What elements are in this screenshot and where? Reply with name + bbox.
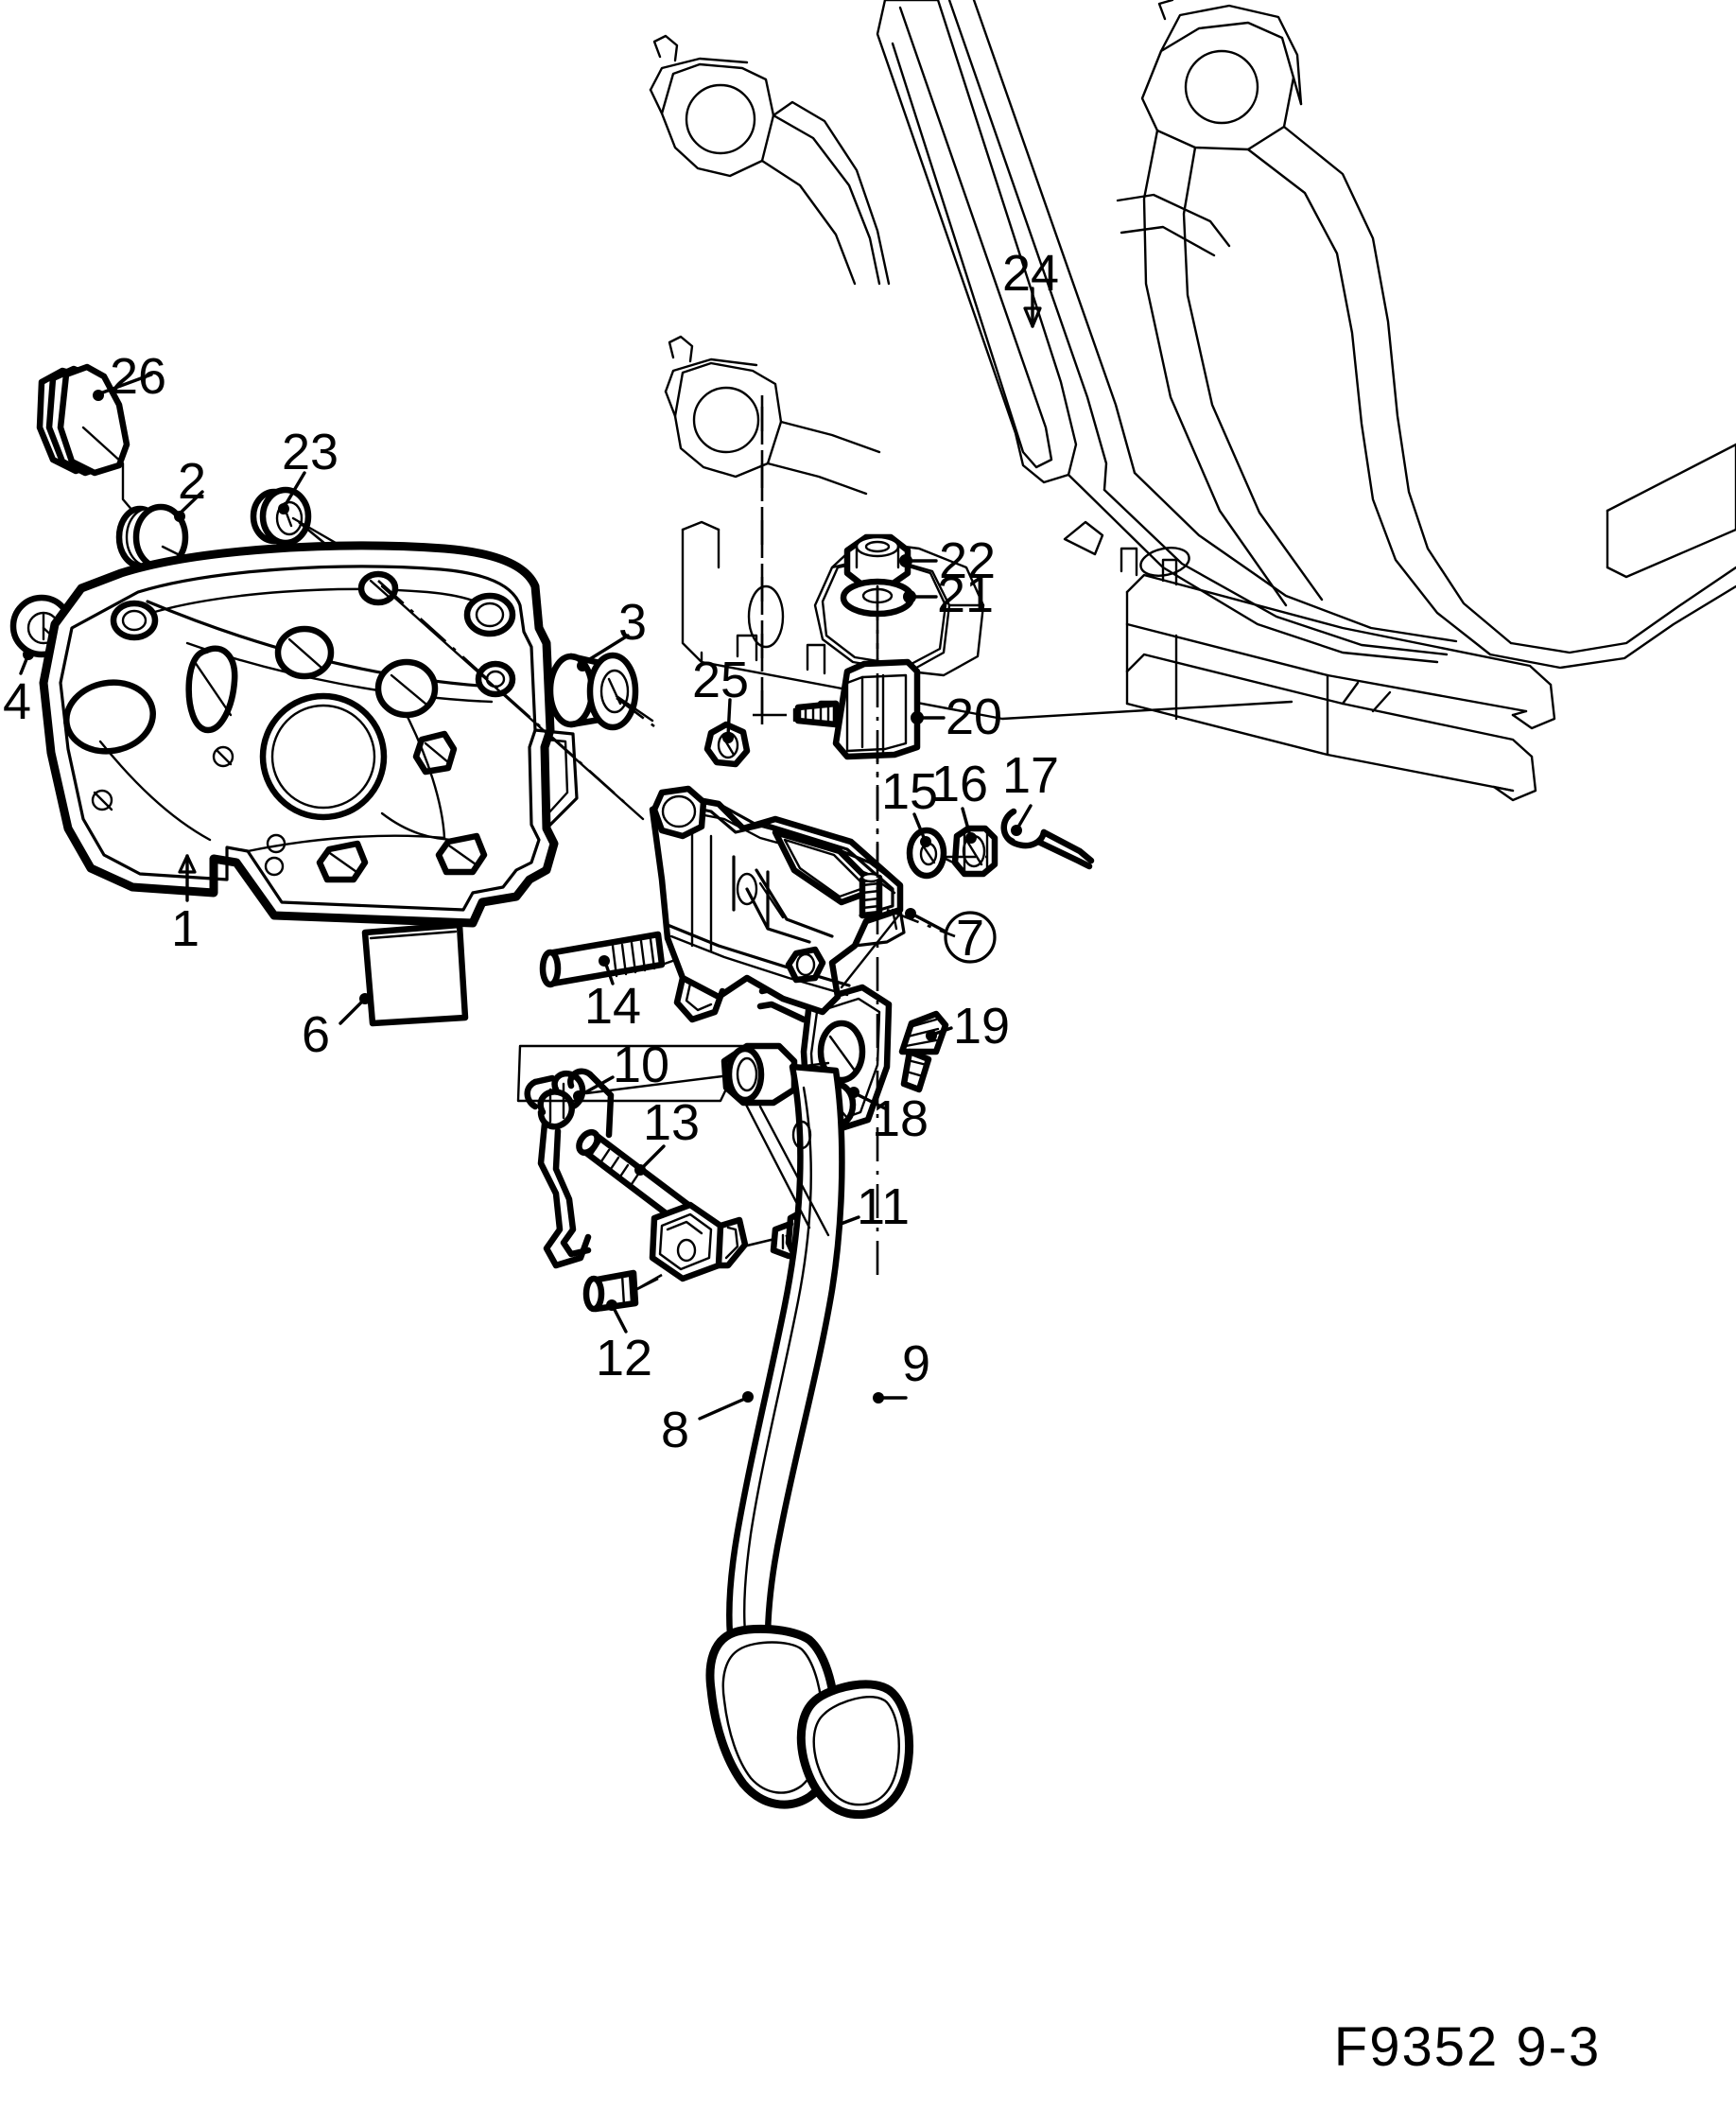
callout-25-leader [722,698,734,743]
assembly-center-lines [377,395,987,1292]
part-17-cotter-pin [1000,808,1095,870]
callout-label-23: 23 [282,424,339,480]
callout-label-4: 4 [3,673,31,730]
callout-7-circle [905,908,997,964]
callout-18-leader [848,1087,887,1110]
part-20-stop-bracket [753,658,921,760]
callout-label-12: 12 [596,1330,652,1386]
part-24-pedal-support-bracket [649,0,1736,802]
callout-label-21: 21 [937,567,994,623]
callout-label-22: 22 [939,532,996,589]
callout-3-leader [577,634,630,671]
callout-16-leader [961,807,977,844]
part-22-hex-nut [843,533,911,590]
callout-4-leader [19,649,34,675]
callout-8-leader [698,1391,754,1421]
callout-label-19: 19 [953,998,1010,1055]
callout-labels: 1 2 3 4 6 7 8 9 10 11 12 13 14 15 16 17 … [3,245,1059,1458]
callout-label-16: 16 [931,756,988,812]
callout-20-leader [911,711,946,724]
callout-label-6: 6 [302,1006,330,1063]
callout-label-1: 1 [171,900,200,957]
callout-label-10: 10 [613,1037,669,1093]
callout-label-9: 9 [902,1335,930,1392]
callout-label-25: 25 [692,652,749,708]
callout-26-leader [93,373,153,401]
callout-9-leader [873,1392,908,1403]
callout-12-leader [606,1299,628,1334]
callout-14-leader [599,955,615,985]
part-9-pedal-pad [796,1680,914,1820]
callout-label-8: 8 [661,1402,689,1458]
callout-label-3: 3 [618,594,647,651]
callout-label-17: 17 [1002,747,1059,804]
figure-caption: F9352 9-3 [1334,2016,1601,2078]
callout-label-11: 11 [857,1178,910,1235]
callout-label-13: 13 [643,1094,700,1151]
callout-label-15: 15 [881,763,938,820]
callout-label-26: 26 [110,348,166,405]
callout-label-2: 2 [178,453,206,510]
part-12-bushing [582,1269,663,1313]
part-26-wedge-pad [36,363,180,566]
part-19-bolt [898,1010,949,1093]
part-15-washer [906,827,955,880]
callout-15-leader [912,812,931,847]
part-13-push-rod [576,1128,749,1282]
part-6-insulator-pad [361,921,469,1027]
part-16-hex-nut [951,825,998,878]
callout-label-7: 7 [956,910,984,967]
callout-21-leader [903,590,938,603]
pedal-support-housing [649,785,906,1023]
callout-22-leader [899,554,938,567]
callout-19-leader [926,1026,953,1041]
callout-17-leader [1011,804,1033,836]
callout-24-leader [1023,287,1042,328]
callout-1-leader [178,854,197,902]
callout-6-leader [339,993,371,1025]
part-10-return-spring [524,1068,615,1269]
callout-label-24: 24 [1002,245,1059,302]
callout-label-20: 20 [946,689,1002,745]
callout-label-14: 14 [584,978,641,1035]
callout-23-leader [278,471,306,514]
callout-2-leader [174,490,204,522]
callout-label-18: 18 [872,1090,929,1147]
part-1-dash-insulator-panel [39,541,579,928]
part-3-bushing [547,652,663,734]
part-25-nut [703,397,764,768]
callout-13-leader [634,1144,666,1176]
